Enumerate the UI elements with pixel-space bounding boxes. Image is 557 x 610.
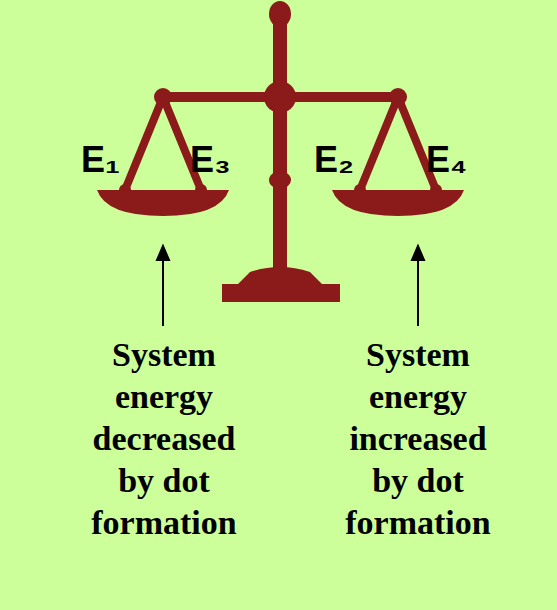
note-block: System energy increased by dot formation [293,334,543,544]
energy-label: E₃ [190,140,231,180]
note-block: System energy decreased by dot formation [39,334,289,544]
energy-label: E₄ [426,140,467,180]
energy-label: E₂ [314,140,354,180]
caption-note: System energy decreased by dot formation [91,334,236,544]
energy-label: E₁ [81,140,120,180]
leader-arrow [157,246,424,326]
caption-note: System energy increased by dot formation [345,334,490,544]
